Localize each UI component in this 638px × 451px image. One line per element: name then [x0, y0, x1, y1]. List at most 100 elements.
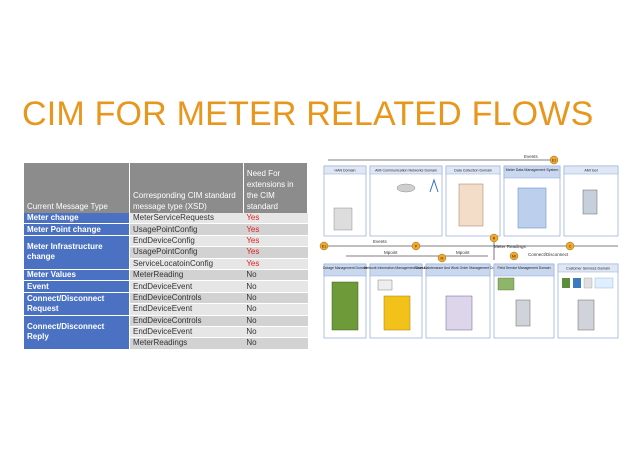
badge-c [565, 241, 575, 251]
badge-r [489, 233, 499, 243]
mdms-server-icon [517, 187, 547, 229]
cim-xsd-cell: ServiceLocatoinConfig [129, 258, 244, 270]
flow-label-meter-readings: Meter Readings [494, 244, 527, 249]
email-icon [573, 278, 581, 288]
extension-needed-cell: No [243, 292, 308, 305]
bottom-domain-field-service: Field Service Management Domain [493, 263, 555, 339]
top-domain-mdms: Meter Data Management System [503, 165, 561, 237]
cim-xsd-cell: MeterServiceRequests [129, 213, 244, 225]
cim-xsd-cell: EndDeviceControls [129, 315, 244, 327]
svg-text:M: M [441, 257, 444, 261]
domain-label-customer: Customer Services Domain [566, 267, 610, 271]
svg-text:C: C [569, 245, 572, 249]
domain-label-han: HAN Domain [335, 169, 356, 173]
top-domain-han: HAN Domain [323, 165, 367, 237]
message-type-cell: Connect/Disconnect Request [24, 292, 131, 316]
cim-xsd-cell: UsagePointConfig [129, 223, 244, 236]
phone-icon [562, 278, 570, 288]
badge-mi [509, 251, 519, 261]
bottom-domain-customer: Customer Services Domain [557, 263, 619, 339]
extension-needed-cell: Yes [243, 246, 308, 259]
ami-tool-server-icon [582, 189, 598, 215]
outage-server-icon [331, 281, 359, 331]
extension-needed-cell: No [243, 303, 308, 316]
bottom-domain-outage: Outage Management Domain [323, 263, 368, 339]
cim-xsd-cell: EndDeviceControls [129, 292, 244, 305]
top-domain-ami-comm: AMI Communication Networks Domain [369, 165, 443, 237]
message-type-cell: Meter Infrastructure change [24, 235, 131, 270]
cim-xsd-cell: EndDeviceEvent [129, 326, 244, 339]
extension-needed-cell: Yes [243, 213, 308, 225]
extension-needed-cell: No [243, 269, 308, 282]
svg-text:P: P [415, 245, 418, 249]
router-icon [396, 183, 416, 193]
customer-server-icon [577, 299, 595, 331]
extension-needed-cell: No [243, 326, 308, 339]
extension-needed-cell: No [243, 315, 308, 327]
svg-text:R: R [493, 237, 496, 241]
svg-text:E1: E1 [322, 245, 326, 249]
message-type-cell: Meter Values [24, 269, 131, 282]
flow-badges: E1 E1 P M R C MI [319, 155, 575, 263]
meter-icon [333, 207, 353, 231]
flow-label-mpoint-left: Mpoint [384, 250, 398, 255]
extension-needed-cell: Yes [243, 223, 308, 236]
flow-label-events-top: Events [524, 154, 539, 159]
domain-label-ami-tool: AMI tool [584, 169, 597, 173]
network-server-icon [383, 295, 411, 331]
monitor-icon [377, 279, 393, 291]
flow-label-connect-disconnect: Connect/Disconnect [528, 252, 569, 257]
domain-label-ami-comm: AMI Communication Networks Domain [375, 169, 437, 173]
header-cim-xsd: Corresponding CIM standard message type … [129, 163, 244, 213]
message-type-cell: Meter change [24, 213, 131, 225]
badge-m [437, 253, 447, 263]
bottom-domain-asset: Asset Maintenance And Work Order Managem… [414, 263, 502, 339]
domain-label-data-collection: Data Collection Domain [454, 169, 492, 173]
table-header-row: Current Message Type Corresponding CIM s… [24, 163, 309, 213]
top-domain-data-collection: Data Collection Domain [445, 165, 501, 237]
domain-label-field-service: Field Service Management Domain [498, 266, 551, 270]
extension-needed-cell: Yes [243, 235, 308, 248]
badge-events-left [319, 241, 329, 251]
bottom-domain-network: Network Information Management Domain [364, 263, 428, 339]
domain-label-outage: Outage Management Domain [323, 266, 368, 270]
header-current-message-type: Current Message Type [24, 163, 131, 213]
extension-needed-cell: No [243, 337, 308, 350]
svg-text:MI: MI [512, 255, 516, 259]
message-type-cell: Event [24, 280, 131, 293]
flow-label-mpoint-right: Mpoint [456, 250, 470, 255]
domain-label-network: Network Information Management Domain [364, 266, 428, 270]
message-type-cell: Meter Point change [24, 223, 131, 236]
badge-p [411, 241, 421, 251]
flow-label-events-left: Events [373, 239, 388, 244]
cim-xsd-cell: MeterReading [129, 269, 244, 282]
web-icon [594, 277, 614, 289]
cim-xsd-cell: EndDeviceEvent [129, 280, 244, 293]
message-type-cell: Connect/Disconnect Reply [24, 315, 131, 350]
server-icon [458, 183, 484, 227]
cim-xsd-cell: EndDeviceEvent [129, 303, 244, 316]
extension-needed-cell: No [243, 280, 308, 293]
cim-xsd-cell: UsagePointConfig [129, 246, 244, 259]
badge-events-top [549, 155, 559, 165]
cim-xsd-cell: EndDeviceConfig [129, 235, 244, 248]
header-need-extension: Need For extensions in the CIM standard [243, 163, 309, 213]
domain-label-mdms: Meter Data Management System [506, 168, 559, 172]
antenna-icon [429, 178, 439, 193]
top-domain-ami-tool: AMI tool [563, 165, 619, 237]
letter-icon [583, 277, 593, 289]
domain-label-asset: Asset Maintenance And Work Order Managem… [414, 266, 501, 270]
cim-mapping-table: Current Message Type Corresponding CIM s… [24, 163, 309, 350]
